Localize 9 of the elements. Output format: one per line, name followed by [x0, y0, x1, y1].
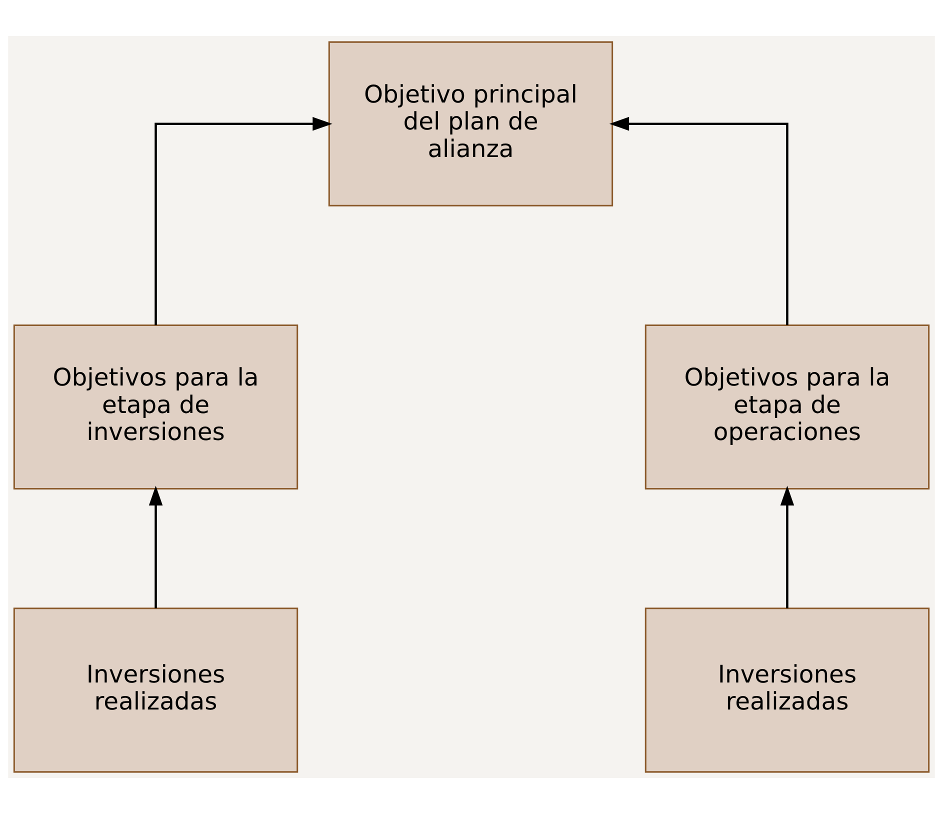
node-box: Objetivos para la etapa de operaciones [644, 324, 930, 490]
arrow [609, 116, 788, 326]
node-box: Inversiones realizadas [644, 608, 930, 773]
arrow [148, 486, 163, 608]
arrow [154, 116, 332, 326]
node-box: Inversiones realizadas [13, 608, 298, 773]
arrow [780, 486, 794, 608]
node-box: Objetivo principal del plan de alianza [328, 41, 614, 206]
node-box: Objetivos para la etapa de inversiones [13, 324, 298, 490]
